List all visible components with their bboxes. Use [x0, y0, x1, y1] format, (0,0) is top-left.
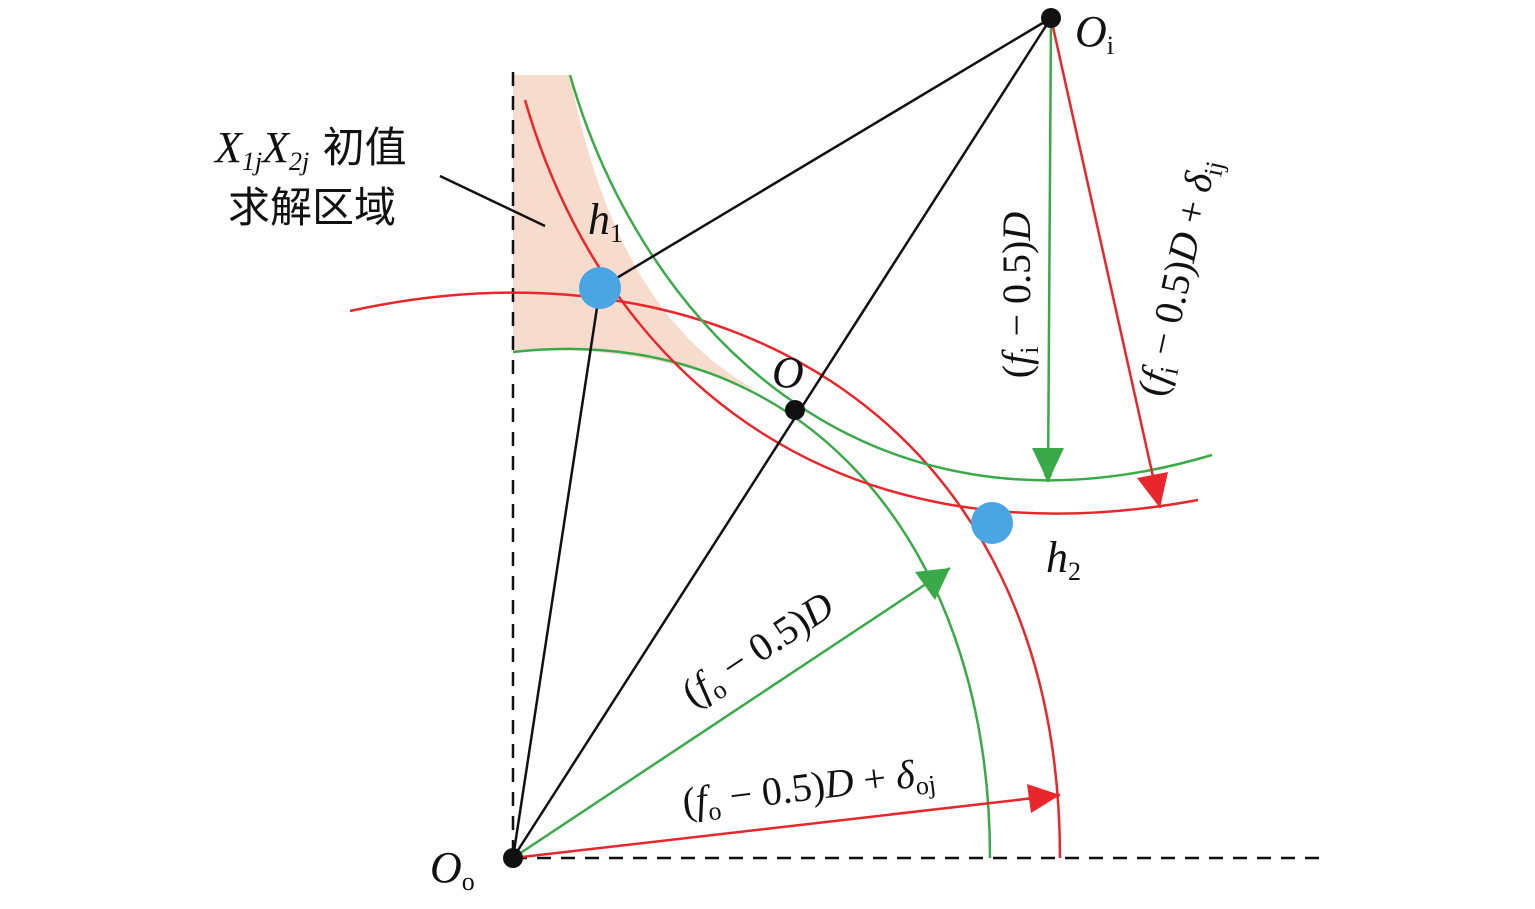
- green-arrowhead-fi: [1032, 448, 1064, 482]
- red-arc-inner-race: [523, 99, 1199, 515]
- point-O: [785, 400, 805, 420]
- green-arrowhead-fo: [915, 568, 950, 600]
- red-arrowhead-fi-delta: [1137, 472, 1168, 508]
- point-Oo: [503, 848, 523, 868]
- label-fo: (fo − 0.5)D: [673, 582, 844, 719]
- label-Oo: Oo: [430, 843, 475, 896]
- label-h2: h2: [1046, 533, 1081, 586]
- green-arrow-fi: [1043, 17, 1053, 483]
- red-arrowhead-fo-delta: [1027, 784, 1060, 813]
- line-h1-Oi: [599, 16, 1052, 290]
- label-fi-delta: (fi − 0.5)D + δij: [1129, 154, 1230, 401]
- label-O: O: [772, 348, 804, 397]
- line-Oo-Oi: [511, 17, 1053, 859]
- red-arrow-fi-delta: [1049, 17, 1162, 509]
- region-label-line2: 求解区域: [228, 183, 396, 232]
- point-h2: [971, 502, 1013, 544]
- green-arc-inner-race: [568, 74, 1213, 482]
- red-arc-outer-race: [349, 291, 1062, 859]
- green-arrow-fo: [512, 566, 951, 860]
- line-Oo-h1: [511, 287, 602, 859]
- leader-line: [439, 174, 546, 228]
- point-Oi: [1041, 8, 1061, 28]
- region-label-line1: X1jX2j 初值: [213, 123, 407, 176]
- label-Oi: Oi: [1075, 7, 1114, 60]
- label-fi: (fi − 0.5)D: [994, 212, 1044, 379]
- label-h1: h1: [588, 195, 623, 248]
- red-arrow-fo-delta: [512, 793, 1061, 860]
- point-h1: [579, 267, 621, 309]
- green-arc-outer-race: [512, 347, 992, 859]
- solution-region: [513, 75, 760, 392]
- label-fo-delta: (fo − 0.5)D + δoj: [680, 749, 938, 830]
